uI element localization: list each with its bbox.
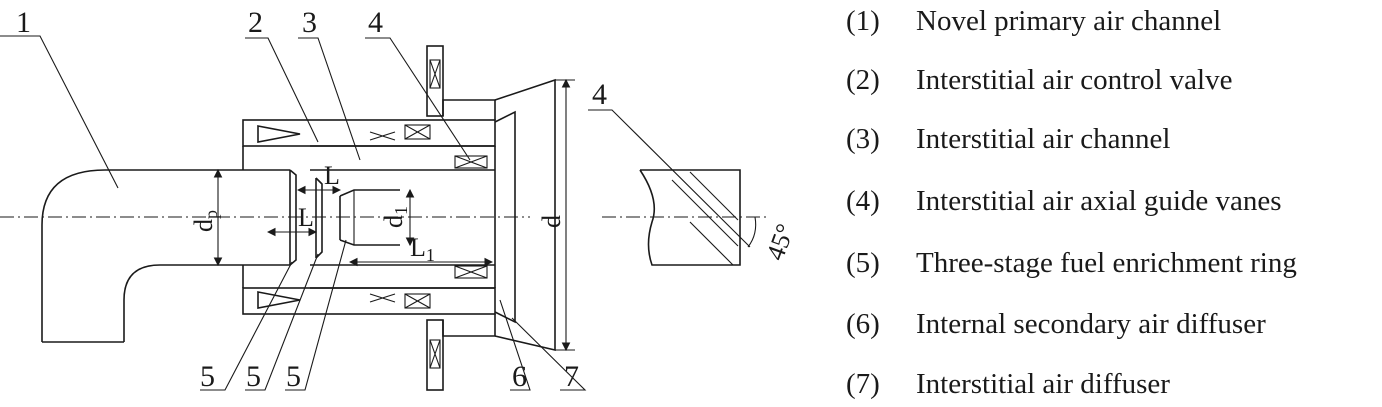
callout-5a: 5 [200, 360, 215, 393]
legend-item-6: (6) Internal secondary air diffuser [846, 307, 1266, 341]
callout-4: 4 [368, 6, 383, 39]
legend-number: (7) [846, 368, 880, 400]
legend-item-5: (5) Three-stage fuel enrichment ring [846, 246, 1297, 280]
legend-text: Interstitial air diffuser [916, 368, 1170, 400]
callout-7: 7 [564, 360, 579, 393]
legend-text: Novel primary air channel [916, 5, 1222, 37]
legend-item-3: (3) Interstitial air channel [846, 122, 1170, 156]
legend-text: Interstitial air axial guide vanes [916, 185, 1282, 217]
callout-5c: 5 [286, 360, 301, 393]
dimension-lines [213, 78, 575, 352]
callout-3: 3 [302, 6, 317, 39]
dim-dp: dp [189, 210, 221, 232]
dim-L1: L1 [410, 233, 435, 265]
dim-L-left: L [298, 203, 314, 232]
legend-item-1: (1) Novel primary air channel [846, 4, 1221, 38]
vane-detail-view [639, 169, 757, 266]
dim-L-top: L [324, 161, 340, 190]
dim-d1: d1 [379, 206, 411, 228]
legend-text: Interstitial air channel [916, 123, 1171, 155]
callout-2: 2 [248, 6, 263, 39]
legend-number: (4) [846, 185, 880, 217]
flange-and-diffusers-shape [426, 45, 556, 391]
legend-text: Interstitial air control valve [916, 64, 1233, 96]
legend-number: (5) [846, 247, 880, 279]
legend-number: (1) [846, 5, 880, 37]
axial-guide-vanes-shape [454, 155, 488, 279]
legend-text: Internal secondary air diffuser [916, 308, 1266, 340]
legend-number: (3) [846, 123, 880, 155]
callout-4-detail: 4 [592, 78, 607, 111]
dim-angle: 45° [760, 220, 800, 264]
callout-5b: 5 [246, 360, 261, 393]
burner-cross-section-drawing: 1 2 3 4 4 5 5 5 6 7 dp L L d1 L1 d 45° [0, 6, 800, 393]
legend-item-4: (4) Interstitial air axial guide vanes [846, 184, 1282, 218]
dim-d: d [537, 215, 566, 228]
legend: (1) Novel primary air channel (2) Intersti… [846, 0, 1382, 407]
fuel-enrichment-rings-shape [289, 169, 400, 266]
callout-1: 1 [16, 6, 31, 39]
legend-text: Three-stage fuel enrichment ring [916, 247, 1297, 279]
legend-number: (2) [846, 64, 880, 96]
callout-6: 6 [512, 360, 527, 393]
primary-air-channel-shape [41, 169, 290, 343]
legend-item-2: (2) Interstitial air control valve [846, 63, 1232, 97]
leader-lines [0, 35, 751, 391]
legend-item-7: (7) Interstitial air diffuser [846, 367, 1170, 401]
legend-number: (6) [846, 308, 880, 340]
